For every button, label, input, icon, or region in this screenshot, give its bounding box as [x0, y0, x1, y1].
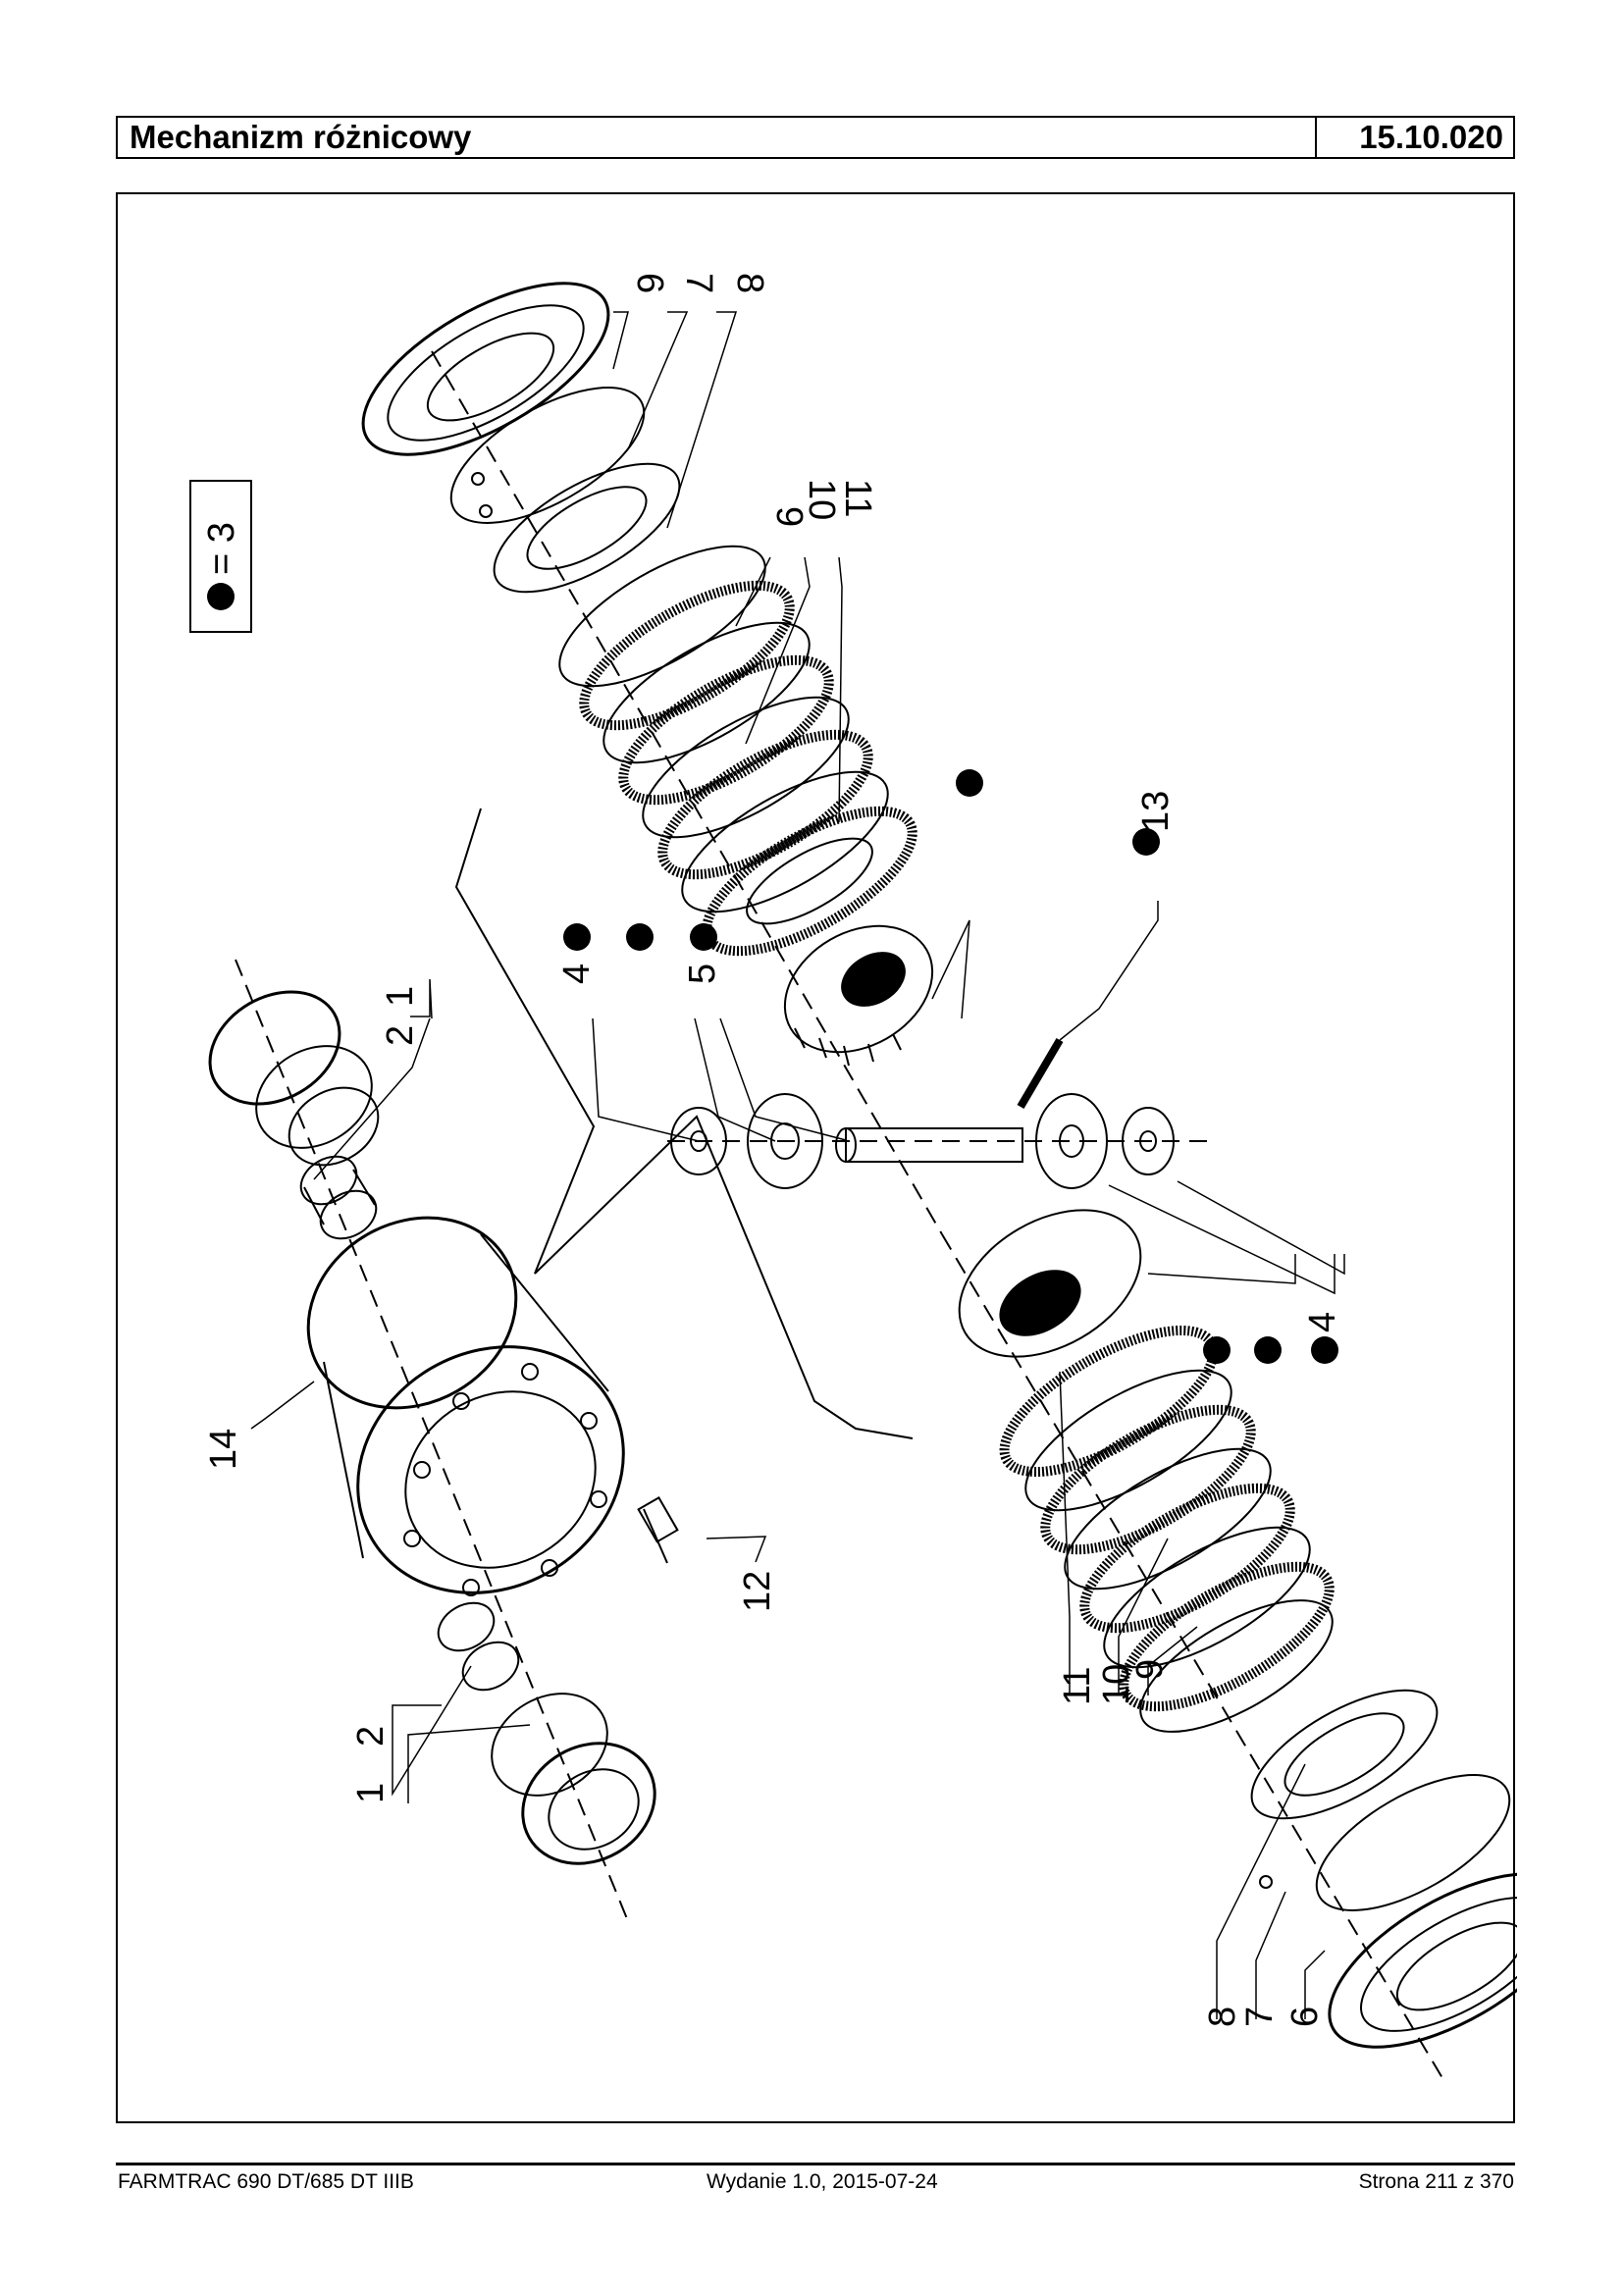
page-header: Mechanizm różnicowy 15.10.020: [116, 116, 1515, 159]
top-circlip: [449, 387, 646, 524]
callout-8-lower: 8: [1202, 2007, 1243, 2027]
legend: = 3: [189, 480, 252, 633]
callout-4: 4: [556, 964, 598, 984]
bullet-icon: [626, 923, 654, 951]
roll-pin: [1017, 1037, 1064, 1110]
callout-1-lower: 1: [350, 1783, 392, 1803]
callout-7-lower: 7: [1239, 2007, 1281, 2027]
callout-numbers: 6 7 8 9 10 11 13 4 5 1 2 4 14 12 11 10 9…: [203, 273, 1343, 2027]
bottom-side-gear: [958, 1209, 1142, 1358]
callout-11-lower: 11: [1057, 1667, 1098, 1705]
legend-text: = 3: [201, 522, 242, 575]
callout-13: 13: [1135, 791, 1177, 832]
top-washer: [493, 462, 681, 594]
leader-lines: [250, 311, 1345, 2019]
bullet-icon: [207, 583, 235, 610]
axis-lines: [235, 350, 1443, 2079]
callout-4-right: 4: [1302, 1312, 1343, 1332]
callout-1: 1: [380, 986, 421, 1007]
bottom-disc-stack: [999, 1325, 1335, 1733]
callout-14: 14: [203, 1429, 244, 1470]
callout-10: 10: [801, 479, 842, 520]
bullet-icon: [1311, 1336, 1338, 1364]
callout-11: 11: [837, 479, 878, 517]
callout-6-lower: 6: [1284, 2007, 1326, 2027]
upper-bushing: [299, 1155, 378, 1240]
callout-12: 12: [737, 1571, 778, 1612]
housing-bolt: [637, 1496, 679, 1564]
callout-2: 2: [380, 1025, 421, 1046]
page-title: Mechanizm różnicowy: [130, 119, 472, 155]
bullet-icon: [1132, 828, 1160, 856]
footer-model: FARMTRAC 690 DT/685 DT IIIB: [118, 2170, 414, 2193]
bullet-icon: [690, 923, 717, 951]
bottom-circlip: [1259, 1774, 1511, 1911]
callout-5: 5: [682, 964, 723, 984]
pinion-shaft: [835, 1127, 1023, 1163]
callout-2-lower: 2: [350, 1726, 392, 1747]
section-code: 15.10.020: [1315, 118, 1513, 157]
footer-edition: Wydanie 1.0, 2015-07-24: [707, 2170, 938, 2193]
bottom-seal: [1328, 1872, 1517, 2049]
footer-page-number: Strona 211 z 370: [1358, 2170, 1514, 2193]
callout-10-lower: 10: [1096, 1664, 1137, 1705]
bullet-icon: [956, 769, 983, 797]
bullet-icon: [563, 923, 591, 951]
top-side-gear: [783, 924, 934, 1067]
callout-7: 7: [678, 273, 719, 293]
callout-9-lower: 9: [1129, 1659, 1171, 1680]
separator-line: [454, 808, 914, 1439]
upper-end-cap: [208, 990, 380, 1167]
callout-6: 6: [629, 273, 670, 293]
callout-9: 9: [768, 506, 810, 527]
bottom-washer: [1250, 1689, 1439, 1820]
callout-8: 8: [729, 273, 770, 293]
top-disc-stack: [558, 545, 917, 957]
exploded-diagram: = 3: [189, 273, 1517, 2079]
bullet-icon: [1203, 1336, 1231, 1364]
top-seal: [361, 282, 610, 456]
bullet-icon: [1254, 1336, 1282, 1364]
footer-rule: [116, 2163, 1515, 2165]
lower-end-cap: [491, 1693, 656, 1865]
differential-housing: [306, 1216, 625, 1596]
bullet-markers: [563, 769, 1338, 1364]
lower-bushing: [437, 1601, 520, 1692]
drawing-frame: = 3: [116, 192, 1517, 2123]
